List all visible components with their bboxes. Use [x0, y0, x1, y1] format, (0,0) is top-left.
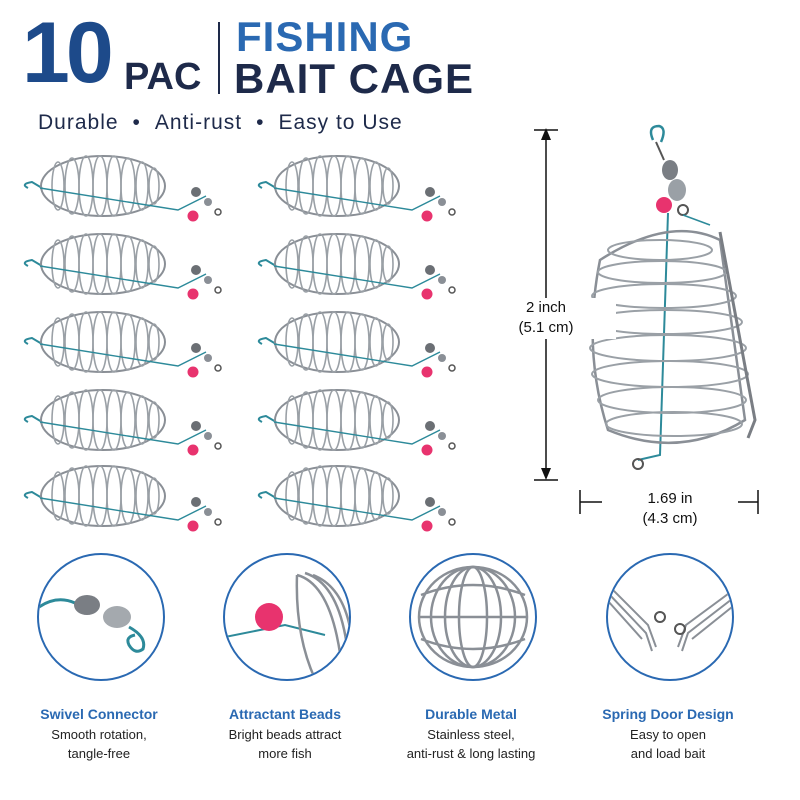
detail-title-spring-door: Spring Door Design [602, 706, 734, 722]
cage-image [23, 465, 222, 533]
cage-image [257, 389, 456, 457]
cage-image [23, 233, 222, 301]
detail-desc-metal: Stainless steel, anti-rust & long lastin… [381, 726, 561, 764]
height-centimeters: (5.1 cm) [518, 319, 574, 337]
detail-desc-beads: Bright beads attract more fish [195, 726, 375, 764]
header-divider [218, 22, 220, 94]
cage-image [257, 465, 456, 533]
detail-desc-line: Bright beads attract [228, 727, 342, 742]
cage-grid [23, 155, 456, 533]
height-label: 2 inch (5.1 cm) [476, 298, 616, 339]
detail-title-metal: Durable Metal [425, 706, 517, 722]
bullet-icon: • [256, 111, 265, 134]
feature-anti-rust: Anti-rust [154, 111, 243, 134]
feature-bar: Durable • Anti-rust • Easy to Use [38, 111, 403, 135]
pack-label: PAC [124, 56, 202, 98]
detail-desc-line: and load bait [630, 745, 706, 761]
pack-count: 10 [22, 5, 114, 101]
bead-icon [225, 571, 349, 679]
cage-image [23, 389, 222, 457]
width-inches: 1.69 in [647, 490, 693, 507]
spring-door-icon [608, 584, 732, 652]
cage-image [257, 155, 456, 223]
detail-desc-swivel: Smooth rotation, tangle-free [9, 726, 189, 764]
detail-desc-spring-door: Easy to open and load bait [578, 726, 758, 764]
title-line-1: FISHING [236, 13, 414, 60]
detail-desc-line: Easy to open [630, 727, 706, 742]
height-inches: 2 inch [525, 299, 567, 316]
bead-detail-circle [223, 553, 351, 681]
cage-image [23, 155, 222, 223]
detail-desc-line: tangle-free [67, 745, 131, 761]
detail-title-beads: Attractant Beads [228, 706, 342, 722]
feature-easy-to-use: Easy to Use [278, 111, 403, 134]
swivel-detail-circle [37, 553, 165, 681]
detail-desc-line: Stainless steel, [427, 727, 515, 742]
cage-image [23, 311, 222, 379]
large-cage-image [534, 124, 759, 514]
detail-desc-line: anti-rust & long lasting [406, 745, 536, 761]
width-label: 1.69 in (4.3 cm) [602, 489, 738, 530]
swivel-icon [39, 595, 146, 653]
cage-image [257, 311, 456, 379]
detail-desc-line: Smooth rotation, [51, 727, 147, 742]
feature-durable: Durable [38, 111, 119, 134]
metal-detail-circle [409, 553, 537, 681]
title-line-2: BAIT CAGE [234, 55, 474, 102]
detail-desc-line: more fish [258, 745, 312, 761]
spring-door-detail-circle [606, 553, 734, 681]
metal-icon [417, 565, 529, 669]
cage-image [257, 233, 456, 301]
bullet-icon: • [132, 111, 141, 134]
detail-title-swivel: Swivel Connector [40, 706, 158, 722]
width-centimeters: (4.3 cm) [642, 510, 698, 528]
